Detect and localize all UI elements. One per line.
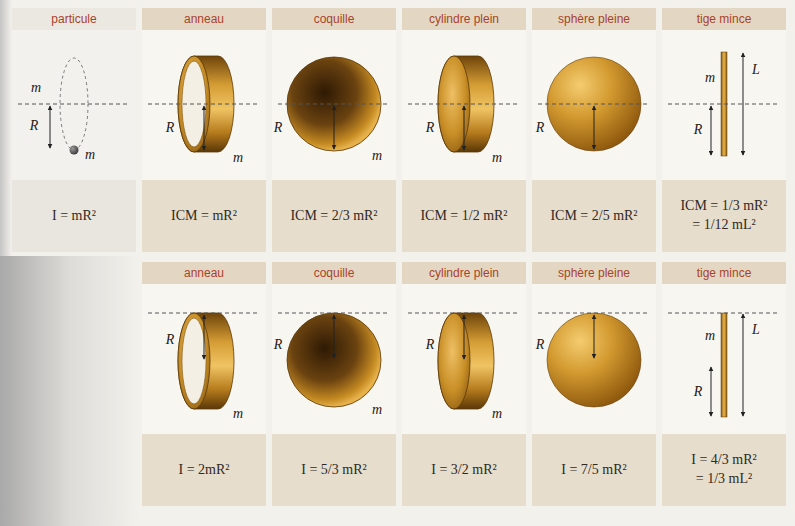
cell-ground — [532, 262, 656, 506]
cell-ground — [142, 262, 266, 506]
shape-card: coquilleICM = 2/3 mR² — [272, 8, 396, 252]
inertia-formula: ICM = mR² — [142, 180, 266, 252]
ring-figure — [178, 313, 234, 409]
figure-label: m — [372, 149, 382, 163]
shape-name: particule — [12, 8, 136, 30]
shape-card: tige mince I = 4/3 mR² = 1/3 mL² — [662, 262, 786, 506]
cell-ground — [662, 8, 786, 252]
figure-label: R — [274, 121, 283, 135]
cell-ground — [532, 8, 656, 252]
cylinder-figure — [438, 313, 494, 409]
shape-name: cylindre plein — [402, 262, 526, 284]
cell-ground — [142, 8, 266, 252]
inertia-formula: I = 7/5 mR² — [532, 434, 656, 506]
inertia-formula: ICM = 2/5 mR² — [532, 180, 656, 252]
shape-card: tige minceICM = 1/3 mR² = 1/12 mL² — [662, 8, 786, 252]
shape-name: cylindre plein — [402, 8, 526, 30]
shape-card: anneauICM = mR² — [142, 8, 266, 252]
shape-name: coquille — [272, 8, 396, 30]
figure-label: R — [30, 119, 39, 133]
figure-label: m — [492, 151, 502, 165]
cell-ground — [272, 262, 396, 506]
figure-label: L — [752, 323, 760, 337]
edge-shade — [0, 0, 12, 256]
shape-name: sphère pleine — [532, 8, 656, 30]
shape-name: tige mince — [662, 262, 786, 284]
shape-card: coquille I = 5/3 mR² — [272, 262, 396, 506]
figure-label: R — [426, 338, 435, 352]
figure-label: m — [492, 407, 502, 421]
inertia-formula: ICM = 2/3 mR² — [272, 180, 396, 252]
figure-label: m — [233, 151, 243, 165]
rotation-axis — [18, 104, 780, 313]
rod-figure — [721, 313, 727, 417]
figure-label: m — [372, 403, 382, 417]
figure-label: L — [752, 63, 760, 77]
inertia-formula: I = 5/3 mR² — [272, 434, 396, 506]
shape-name: tige mince — [662, 8, 786, 30]
figure-label: R — [426, 121, 435, 135]
inertia-formula: ICM = 1/3 mR² = 1/12 mL² — [662, 180, 786, 252]
cell-ground — [272, 8, 396, 252]
shell-figure — [287, 313, 381, 407]
figure-label: R — [536, 338, 545, 352]
shape-card: anneau I = 2mR² — [142, 262, 266, 506]
inertia-formula: I = 4/3 mR² = 1/3 mL² — [662, 434, 786, 506]
figure-label: m — [233, 407, 243, 421]
figure-label: m — [31, 81, 41, 95]
figure-label: m — [705, 71, 715, 85]
sphere-figure — [547, 313, 641, 407]
shape-name: coquille — [272, 262, 396, 284]
cell-ground — [402, 8, 526, 252]
cell-ground — [662, 262, 786, 506]
grey-panel — [0, 256, 140, 526]
shape-card: cylindre plein I = 3/2 mR² — [402, 262, 526, 506]
shape-name: anneau — [142, 8, 266, 30]
inertia-formula: I = 3/2 mR² — [402, 434, 526, 506]
particle-cell — [12, 8, 136, 252]
figure-label: R — [694, 385, 703, 399]
figure-label: m — [705, 329, 715, 343]
particle-dot — [70, 146, 79, 155]
shape-card: sphère pleineICM = 2/5 mR² — [532, 8, 656, 252]
figure-label: R — [274, 338, 283, 352]
figure-label: R — [536, 121, 545, 135]
inertia-formula: ICM = 1/2 mR² — [402, 180, 526, 252]
dimension-arrow — [50, 53, 743, 416]
inertia-formula: I = 2mR² — [142, 434, 266, 506]
cell-ground — [402, 262, 526, 506]
figure-label: R — [694, 123, 703, 137]
figure-label: m — [85, 148, 95, 162]
shape-name: anneau — [142, 262, 266, 284]
figure-label: R — [166, 333, 175, 347]
inertia-formula: I = mR² — [12, 180, 136, 252]
shape-name: sphère pleine — [532, 262, 656, 284]
shape-card: cylindre pleinICM = 1/2 mR² — [402, 8, 526, 252]
shape-card: sphère pleine I = 7/5 mR² — [532, 262, 656, 506]
figure-label: R — [166, 121, 175, 135]
